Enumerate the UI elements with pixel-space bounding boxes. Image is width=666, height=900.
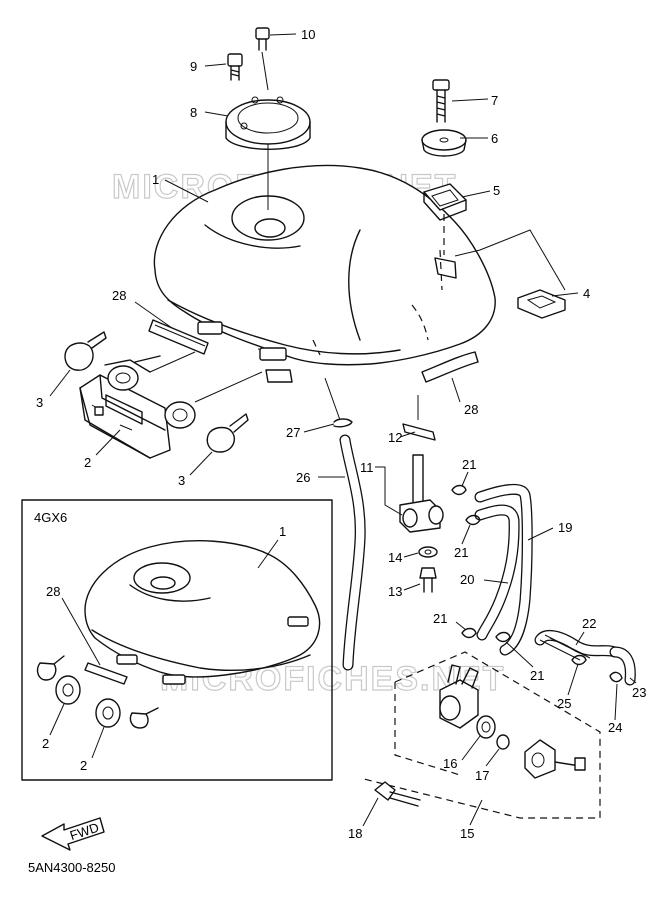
callout-15: 15 bbox=[460, 826, 474, 841]
fuel-hose-19 bbox=[474, 483, 533, 656]
callout-7: 7 bbox=[491, 93, 498, 108]
bolt-13 bbox=[419, 567, 437, 593]
callout-1-inset: 1 bbox=[279, 524, 286, 539]
callout-4: 4 bbox=[583, 286, 590, 301]
callout-10: 10 bbox=[301, 27, 315, 42]
bracket-2-main bbox=[79, 355, 196, 459]
fwd-label: FWD bbox=[68, 820, 101, 843]
o-ring-17 bbox=[496, 734, 510, 750]
callout-21-d: 21 bbox=[530, 668, 544, 683]
callout-leaders bbox=[49, 33, 637, 827]
callout-17: 17 bbox=[475, 768, 489, 783]
callout-28-main: 28 bbox=[112, 288, 126, 303]
callout-12: 12 bbox=[388, 430, 402, 445]
callout-23: 23 bbox=[632, 685, 646, 700]
callout-25: 25 bbox=[557, 696, 571, 711]
clamp-3-upper bbox=[64, 331, 107, 371]
callout-26: 26 bbox=[296, 470, 310, 485]
callout-24: 24 bbox=[608, 720, 622, 735]
clip-27 bbox=[333, 418, 353, 428]
callout-22: 22 bbox=[582, 616, 596, 631]
fuel-cock-body bbox=[439, 664, 479, 729]
callout-20: 20 bbox=[460, 572, 474, 587]
variant-inset-4gx6: 4GX6 bbox=[21, 499, 333, 781]
washer-14 bbox=[418, 546, 438, 558]
clamp-3-lower bbox=[206, 413, 249, 453]
filler-cap-8 bbox=[225, 96, 311, 150]
drawing-code: 5AN4300-8250 bbox=[28, 860, 115, 875]
callout-8: 8 bbox=[190, 105, 197, 120]
vacuum-hose-22 bbox=[534, 629, 636, 686]
bolt-18 bbox=[374, 781, 421, 807]
fuel-cock-11 bbox=[399, 423, 444, 533]
damper-5 bbox=[423, 183, 467, 221]
callout-6: 6 bbox=[491, 131, 498, 146]
packing-16 bbox=[476, 715, 496, 739]
callout-13: 13 bbox=[388, 584, 402, 599]
fuel-tank-main bbox=[153, 164, 496, 383]
inset-title: 4GX6 bbox=[34, 510, 67, 525]
callout-21-b: 21 bbox=[454, 545, 468, 560]
callout-21-a: 21 bbox=[462, 457, 476, 472]
callout-3-lower: 3 bbox=[178, 473, 185, 488]
clip-25 bbox=[571, 654, 587, 666]
fwd-arrow-icon: FWD bbox=[41, 817, 105, 851]
callout-2-inset-a: 2 bbox=[42, 736, 49, 751]
callout-28-inset: 28 bbox=[46, 584, 60, 599]
damper-strip-28-left bbox=[148, 319, 209, 355]
callout-1: 1 bbox=[152, 172, 159, 187]
callout-19: 19 bbox=[558, 520, 572, 535]
callout-18: 18 bbox=[348, 826, 362, 841]
hose-clips-21 bbox=[451, 484, 511, 643]
callout-9: 9 bbox=[190, 59, 197, 74]
callout-27: 27 bbox=[286, 425, 300, 440]
bolt-9 bbox=[227, 53, 243, 81]
callout-numbers: 1 10 9 8 7 6 5 4 28 3 2 3 27 26 28 12 11… bbox=[36, 27, 646, 841]
breather-hose-26 bbox=[324, 377, 366, 671]
callout-3-upper: 3 bbox=[36, 395, 43, 410]
callout-28-right: 28 bbox=[464, 402, 478, 417]
collar-6 bbox=[421, 129, 467, 157]
callout-2-inset-b: 2 bbox=[80, 758, 87, 773]
callout-5: 5 bbox=[493, 183, 500, 198]
damper-strip-28-right bbox=[421, 351, 479, 383]
sub-assembly-15-outline bbox=[359, 651, 601, 819]
callout-14: 14 bbox=[388, 550, 402, 565]
callout-11: 11 bbox=[360, 460, 374, 475]
clip-24 bbox=[609, 671, 623, 683]
cock-lever bbox=[524, 739, 586, 779]
fuel-hose-20 bbox=[474, 504, 520, 641]
damper-4 bbox=[517, 289, 566, 319]
callout-16: 16 bbox=[443, 756, 457, 771]
callout-21-c: 21 bbox=[433, 611, 447, 626]
bolt-10 bbox=[255, 27, 270, 51]
bolt-7 bbox=[432, 79, 450, 123]
callout-2-main: 2 bbox=[84, 455, 91, 470]
